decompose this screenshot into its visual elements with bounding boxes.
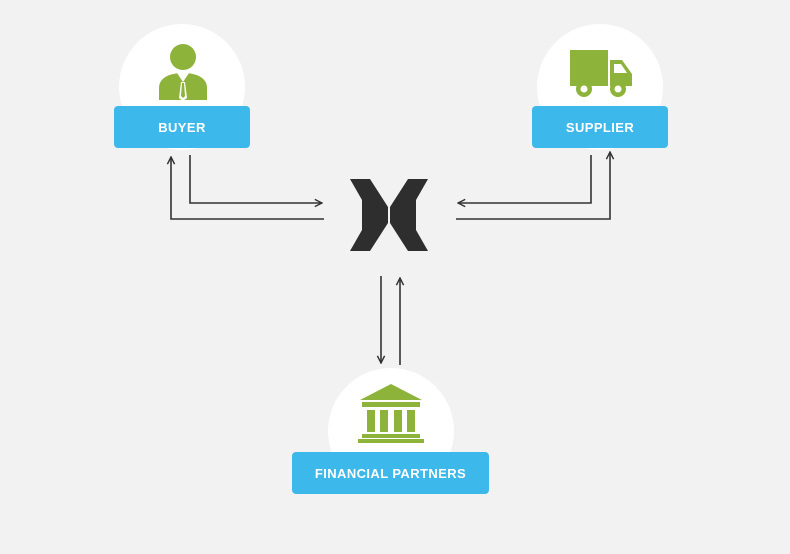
bank-icon [358,384,424,443]
arrow-supplier-to-hub [458,155,592,203]
truck-icon [570,50,632,97]
supplier-label: SUPPLIER [532,106,668,148]
arrow-buyer-to-hub [189,155,322,203]
person-icon [159,44,207,101]
exchange-logo-icon [350,179,428,251]
buyer-label: BUYER [114,106,250,148]
arrow-hub-to-supplier [456,152,610,220]
arrow-hub-to-buyer [171,157,324,220]
financial-partners-label: FINANCIAL PARTNERS [292,452,489,494]
